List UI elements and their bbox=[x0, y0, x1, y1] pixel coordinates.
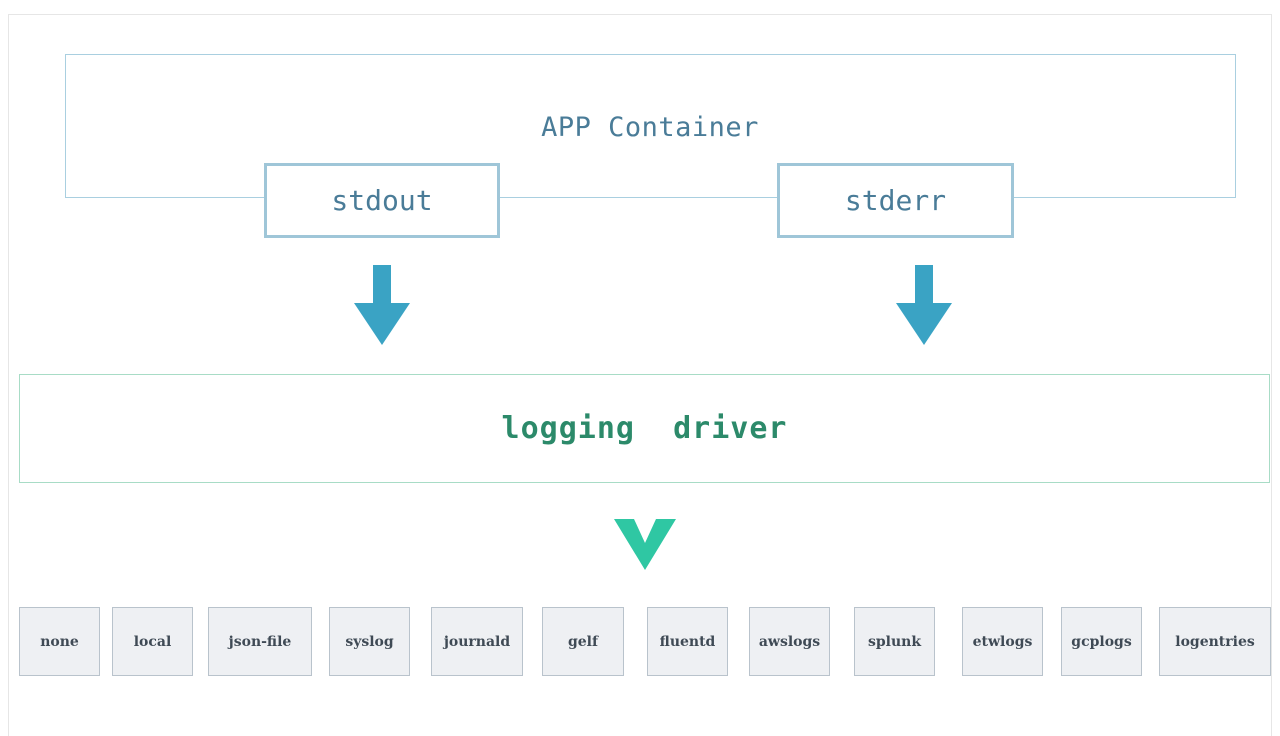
stdout-box: stdout bbox=[264, 163, 500, 238]
driver-item-splunk: splunk bbox=[854, 607, 935, 676]
driver-item-none: none bbox=[19, 607, 100, 676]
driver-item-gcplogs: gcplogs bbox=[1061, 607, 1142, 676]
driver-item-logentries: logentries bbox=[1159, 607, 1271, 676]
driver-item-awslogs: awslogs bbox=[749, 607, 830, 676]
down-arrow-icon bbox=[896, 265, 952, 345]
app-container-box bbox=[65, 54, 1236, 198]
driver-item-journald: journald bbox=[431, 607, 523, 676]
driver-item-local: local bbox=[112, 607, 193, 676]
driver-item-json-file: json-file bbox=[208, 607, 312, 676]
logging-driver-box: logging driver bbox=[19, 374, 1270, 483]
chevron-down-icon bbox=[614, 519, 676, 570]
driver-item-gelf: gelf bbox=[542, 607, 624, 676]
app-container-label: APP Container bbox=[541, 112, 759, 143]
down-arrow-icon bbox=[354, 265, 410, 345]
stderr-box: stderr bbox=[777, 163, 1014, 238]
driver-item-syslog: syslog bbox=[329, 607, 410, 676]
driver-item-fluentd: fluentd bbox=[647, 607, 728, 676]
diagram-frame bbox=[8, 14, 1272, 736]
driver-item-etwlogs: etwlogs bbox=[962, 607, 1043, 676]
